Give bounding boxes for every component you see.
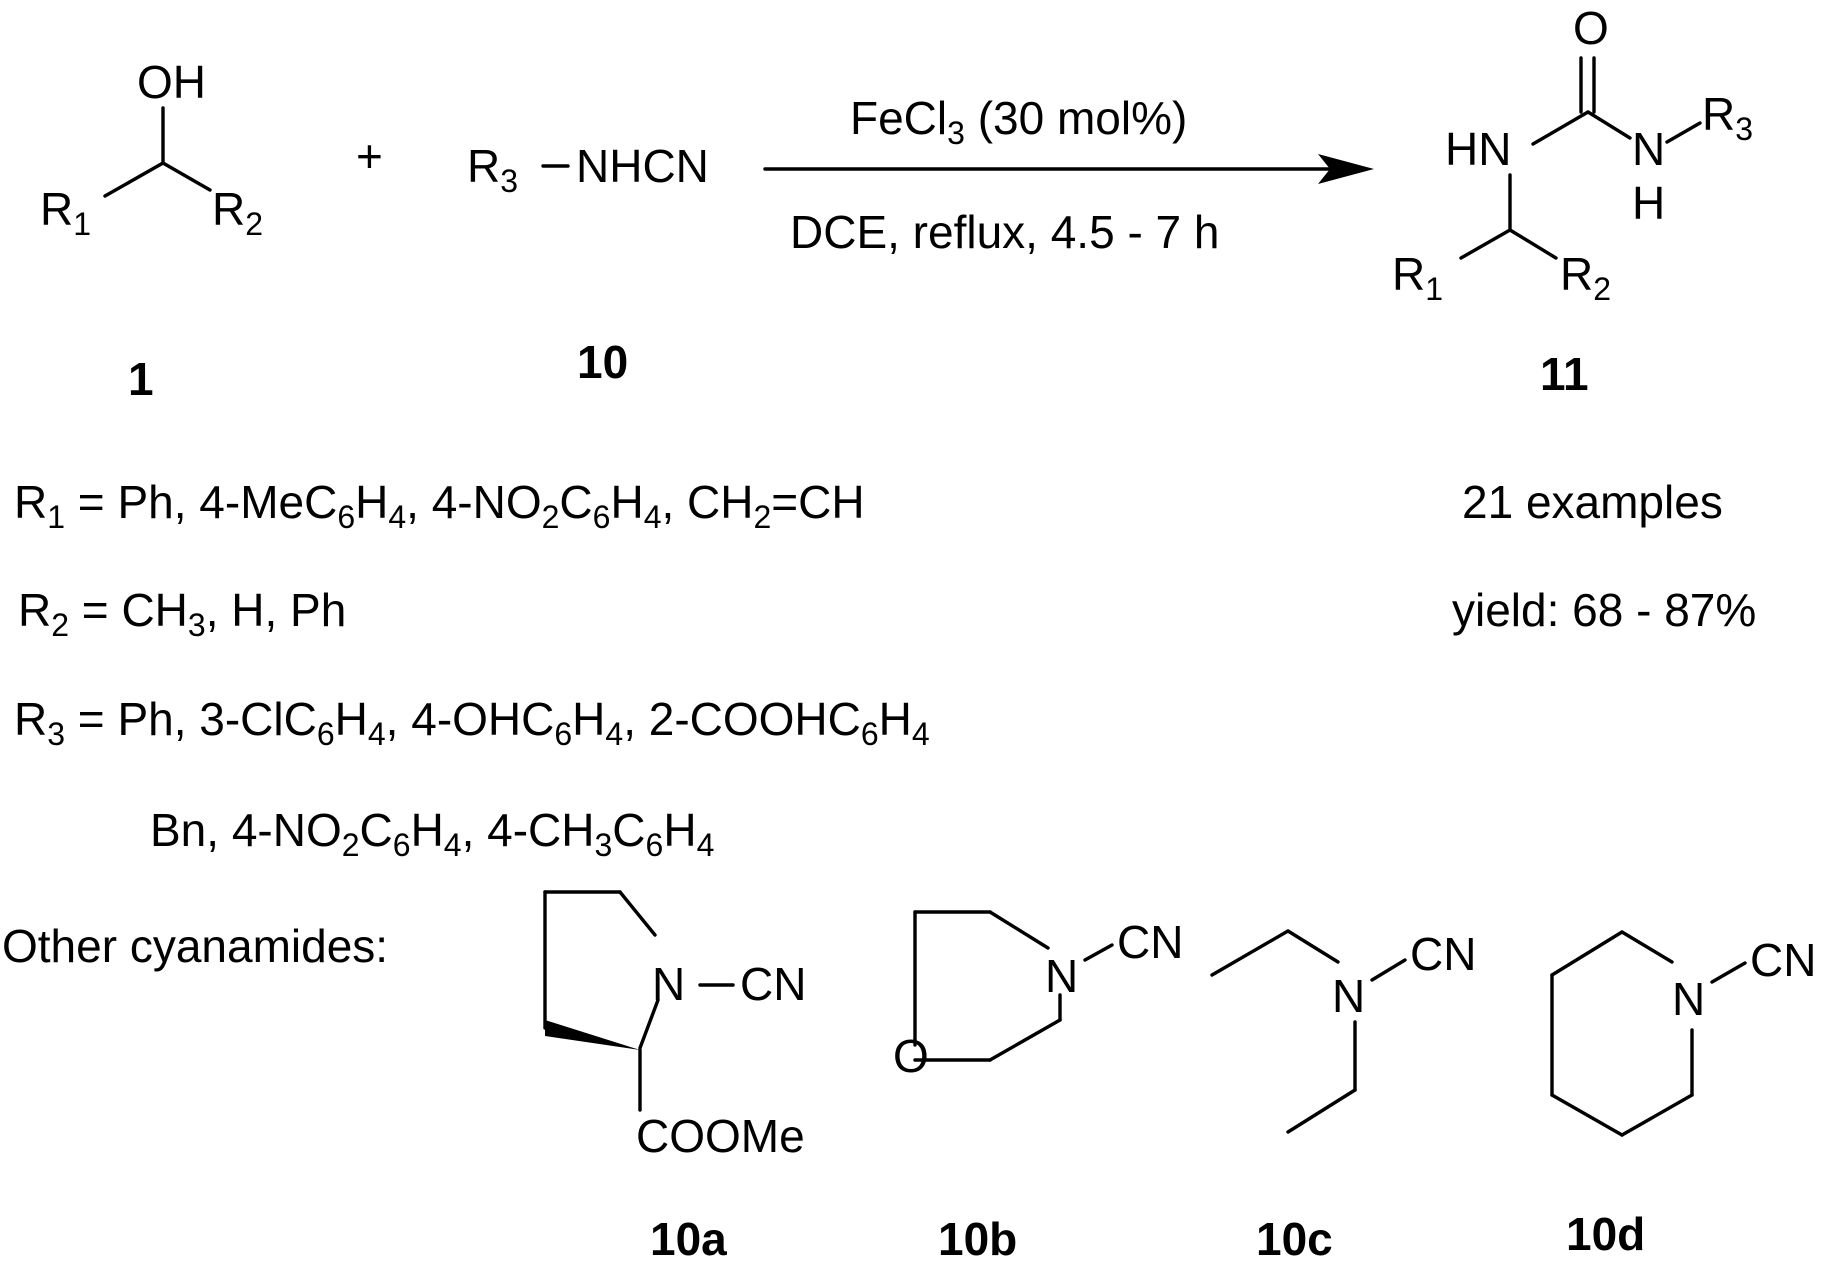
product-n: N <box>1632 123 1665 175</box>
plus-sign: + <box>356 130 383 182</box>
atom-cn: CN <box>1750 934 1816 986</box>
r3-definition: R3 = Ph, 3-ClC6H4, 4-OHC6H4, 2-COOHC6H4 <box>14 693 930 752</box>
compound-label-10c: 10c <box>1256 1213 1333 1261</box>
reagent-text: FeCl3 (30 mol%) <box>850 92 1187 151</box>
alcohol-r1: R1 <box>40 183 91 242</box>
product-r1: R1 <box>1392 248 1443 307</box>
bond-n-cn <box>1710 961 1747 984</box>
bond-c-nh-left <box>1531 110 1590 146</box>
ring-bond-tr <box>988 910 1050 950</box>
ring-bond-tl <box>1550 930 1624 977</box>
compound-label-10: 10 <box>577 336 628 388</box>
alcohol-r2: R2 <box>212 183 263 242</box>
r2-definition: R2 = CH3, H, Ph <box>18 584 346 643</box>
compound-label-1: 1 <box>128 353 154 405</box>
atom-n: N <box>1672 973 1705 1025</box>
bond-c-r2 <box>161 161 212 192</box>
ring-bond-n-c2 <box>638 998 660 1050</box>
bond-n-cn <box>1083 943 1114 962</box>
atom-cn: CN <box>740 958 806 1010</box>
bond-ethyl1-a <box>1210 929 1290 977</box>
atom-cn: CN <box>1117 916 1183 968</box>
bond-n-r3 <box>1665 121 1702 144</box>
ring-bond-br <box>1620 1093 1694 1137</box>
conditions-text: DCE, reflux, 4.5 - 7 h <box>790 206 1220 258</box>
atom-n: N <box>1332 970 1365 1022</box>
cyanamide-10a: N CN COOMe 10a <box>543 890 806 1261</box>
product-r2: R2 <box>1560 248 1611 307</box>
ring-bond-bl <box>1550 1093 1624 1137</box>
ring-bond-c-n <box>618 890 657 937</box>
cyanamide-10b: O N CN 10b <box>893 910 1183 1261</box>
product-h: H <box>1632 177 1665 229</box>
examples-count: 21 examples <box>1462 476 1723 528</box>
yield-range: yield: 68 - 87% <box>1452 584 1756 636</box>
atom-cn: CN <box>1410 928 1476 980</box>
bond-ch-r1 <box>1459 228 1512 260</box>
r1-definition: R1 = Ph, 4-MeC6H4, 4-NO2C6H4, CH2=CH <box>14 476 865 535</box>
bond-ethyl1-b <box>1286 929 1340 964</box>
bond-c-nh-right <box>1586 110 1632 140</box>
substituent-list: R1 = Ph, 4-MeC6H4, 4-NO2C6H4, CH2=CH R2 … <box>14 476 930 863</box>
wedge-bond <box>545 1020 640 1050</box>
bond-ethyl2-b <box>1286 1088 1357 1134</box>
bond-c-r1 <box>103 161 165 198</box>
other-cyanamides-heading: Other cyanamides: <box>2 920 388 972</box>
product-structure: O HN N H R3 R1 R2 11 <box>1392 2 1753 400</box>
alcohol-structure: OH R1 R2 1 <box>40 56 263 405</box>
product-hn: HN <box>1445 123 1511 175</box>
cyanamide-10c: N CN 10c <box>1210 928 1476 1261</box>
compound-label-11: 11 <box>1540 348 1589 400</box>
cyanamide-structure: R3 NHCN 10 <box>467 140 709 388</box>
arrow-head <box>1318 154 1374 184</box>
compound-label-10d: 10d <box>1566 1208 1645 1260</box>
atom-n: N <box>1045 950 1078 1002</box>
cyanamide-group: NHCN <box>576 140 709 192</box>
product-carbonyl-o: O <box>1573 2 1609 54</box>
atom-n: N <box>652 958 685 1010</box>
atom-coome: COOMe <box>636 1110 805 1162</box>
cyanamide-10d: N CN 10d <box>1550 930 1816 1260</box>
alcohol-oh: OH <box>137 56 206 108</box>
reaction-arrow: FeCl3 (30 mol%) DCE, reflux, 4.5 - 7 h <box>763 92 1374 258</box>
product-r3: R3 <box>1702 88 1753 147</box>
compound-label-10a: 10a <box>650 1213 727 1261</box>
bond-ch-r2 <box>1508 228 1558 260</box>
compound-label-10b: 10b <box>938 1213 1017 1261</box>
bond-n-cn <box>1370 958 1407 982</box>
atom-o: O <box>893 1030 929 1082</box>
r3-definition-continued: Bn, 4-NO2C6H4, 4-CH3C6H4 <box>150 804 714 863</box>
cyanamide-r3: R3 <box>467 140 518 199</box>
ring-bond-tr <box>1620 930 1674 964</box>
ring-bond-br <box>988 1018 1062 1062</box>
